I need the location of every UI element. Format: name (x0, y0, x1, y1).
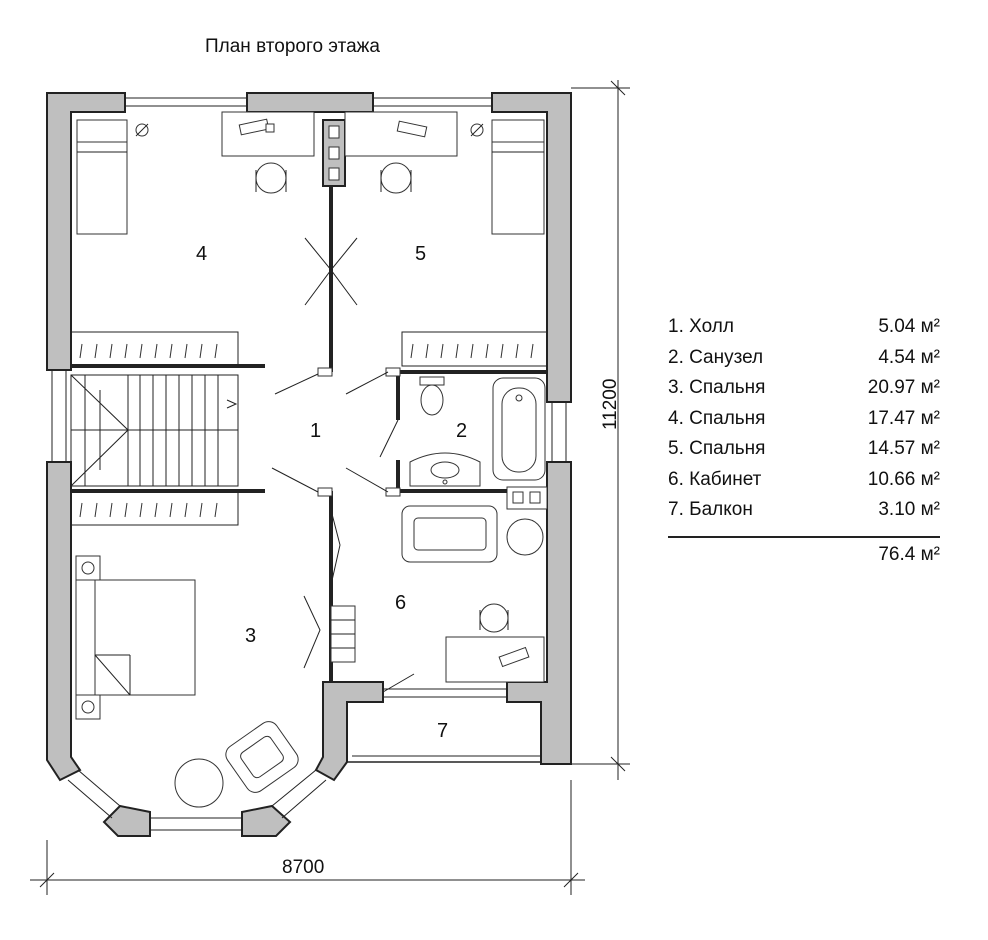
room-number-7: 7 (437, 720, 449, 742)
doors (271, 237, 415, 693)
wall-top-center (246, 92, 374, 113)
legend-row: 5. Спальня 14.57 м² (668, 434, 940, 465)
legend-room-area: 10.66 м² (867, 468, 940, 490)
toilet-tank (419, 376, 445, 386)
area-legend: 1. Холл 5.04 м² 2. Санузел 4.54 м² 3. Сп… (668, 312, 940, 566)
bathroom-fixtures (409, 376, 546, 487)
desk-chair (479, 603, 509, 633)
wall-bay-right-side (314, 681, 384, 782)
wall-top-left (46, 92, 126, 371)
wall-bay-left (102, 804, 151, 837)
balcony-outline (346, 702, 542, 763)
vent-duct (328, 125, 340, 139)
room-4-furniture (76, 111, 315, 235)
toilet-bowl (420, 384, 444, 416)
desk-chair (255, 162, 287, 194)
height-dimension: 11200 (600, 378, 621, 430)
legend-room-area: 14.57 м² (867, 438, 940, 459)
legend-room-name: 4. Спальня (668, 407, 766, 429)
room-6-furniture (330, 505, 545, 683)
legend-room-area: 5.04 м² (878, 316, 940, 337)
desk (221, 111, 315, 157)
legend-room-area: 20.97 м² (867, 377, 940, 398)
room-number-1: 1 (310, 420, 322, 442)
width-dimension: 8700 (282, 857, 325, 878)
windows (51, 97, 567, 831)
legend-room-area: 3.10 м² (878, 499, 940, 520)
legend-room-name: 6. Кабинет (668, 468, 762, 490)
legend-row: 7. Балкон 3.10 м² (668, 495, 940, 526)
legend-total-area: 76.4 м² (878, 543, 940, 565)
wall-bay-right (241, 804, 292, 837)
room-5-furniture (344, 111, 545, 235)
desk (445, 636, 545, 683)
room-3-furniture (75, 555, 299, 808)
legend-row: 4. Спальня 17.47 м² (668, 404, 940, 435)
wardrobes (70, 331, 548, 526)
legend-row: 1. Холл 5.04 м² (668, 312, 940, 343)
dimension-lines (30, 80, 630, 895)
staircase (70, 374, 239, 487)
legend-room-name: 2. Санузел (668, 346, 764, 368)
bed (94, 579, 196, 696)
room-number-4: 4 (196, 243, 208, 265)
vent-duct (328, 167, 340, 181)
legend-row: 2. Санузел 4.54 м² (668, 343, 940, 374)
legend-room-name: 7. Балкон (668, 499, 753, 520)
legend-room-area: 17.47 м² (867, 407, 940, 429)
bath-vent-duct (529, 491, 541, 504)
legend-row: 3. Спальня 20.97 м² (668, 373, 940, 404)
vent-duct (328, 146, 340, 160)
wall-top-right (491, 92, 572, 403)
legend-room-area: 4.54 м² (878, 346, 940, 368)
legend-row: 6. Кабинет 10.66 м² (668, 465, 940, 496)
plan-title: План второго этажа (205, 36, 380, 57)
round-table (506, 518, 544, 556)
desk-chair (380, 162, 412, 194)
legend-room-name: 5. Спальня (668, 438, 766, 459)
room-number-2: 2 (456, 420, 468, 442)
room-number-3: 3 (245, 625, 257, 647)
wall-left-lower (46, 461, 82, 782)
room-number-5: 5 (415, 243, 427, 265)
legend-room-name: 1. Холл (668, 316, 734, 337)
bath-vent-duct (512, 491, 524, 504)
legend-divider (668, 535, 940, 538)
round-table (174, 758, 224, 808)
room-number-6: 6 (395, 592, 407, 614)
legend-room-name: 3. Спальня (668, 377, 766, 398)
desk (344, 111, 458, 157)
